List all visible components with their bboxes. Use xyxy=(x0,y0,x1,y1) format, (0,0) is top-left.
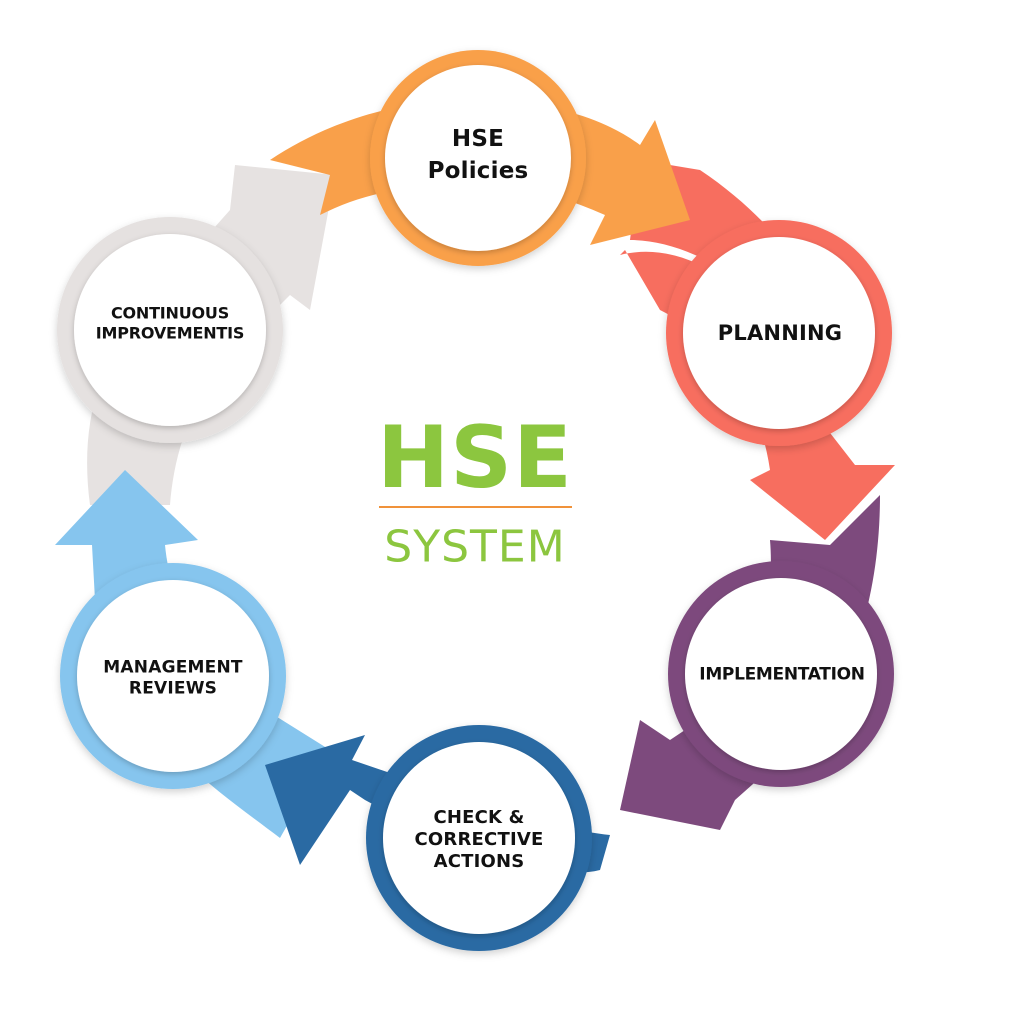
ring-planning xyxy=(666,220,892,446)
node-label-line: CORRECTIVE xyxy=(414,829,544,851)
node-continuous-improvementis: CONTINUOUS IMPROVEMENTIS xyxy=(95,303,245,342)
node-check-corrective-actions: CHECK & CORRECTIVE ACTIONS xyxy=(415,807,544,873)
node-label-line: Policies xyxy=(427,158,529,184)
node-label-line: CHECK & xyxy=(433,807,525,829)
node-implementation: IMPLEMENTATION xyxy=(699,664,865,686)
ring-management-reviews xyxy=(60,563,286,789)
center-title: HSE xyxy=(377,408,573,508)
node-planning: PLANNING xyxy=(718,321,842,347)
node-label-line: HSE xyxy=(451,125,505,152)
node-label-line: MANAGEMENT xyxy=(103,657,243,678)
node-label-line: ACTIONS xyxy=(433,850,525,872)
node-label-line: REVIEWS xyxy=(128,678,218,698)
center-subtitle: SYSTEM xyxy=(384,521,566,573)
ring-continuous-improvementis xyxy=(57,217,283,443)
node-label-line: IMPROVEMENTIS xyxy=(95,323,245,342)
node-management-reviews: MANAGEMENT REVIEWS xyxy=(103,657,242,698)
node-label-line: IMPLEMENTATION xyxy=(699,664,865,685)
ring-implementation xyxy=(668,561,894,787)
node-label-line: CONTINUOUS xyxy=(110,303,230,323)
ring-hse-policies xyxy=(370,50,586,266)
ring-check-corrective-actions xyxy=(366,725,592,951)
node-label-line: PLANNING xyxy=(717,321,843,346)
node-hse-policies: HSE Policies xyxy=(428,123,529,187)
center-divider xyxy=(379,506,572,508)
